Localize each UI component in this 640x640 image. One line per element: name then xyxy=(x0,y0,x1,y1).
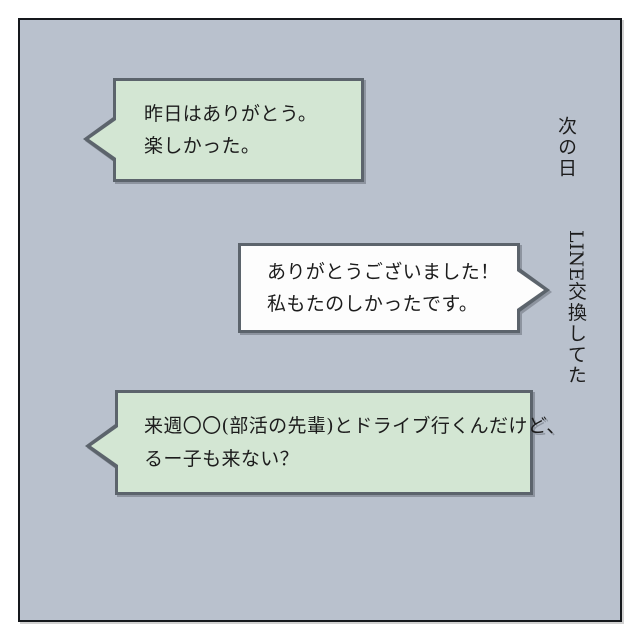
narration-line-exchange-latin: LINE xyxy=(565,230,587,282)
speech-bubble-2-line-1: ありがとうございました！ xyxy=(267,261,500,283)
speech-bubble-3-line-2: るー子も来ない？ xyxy=(144,447,300,470)
speech-bubble-1-line-1: 昨日はありがとう。 xyxy=(144,103,318,125)
speech-bubble-1: 昨日はありがとう。 楽しかった。 xyxy=(83,78,364,182)
comic-panel: 昨日はありがとう。 楽しかった。 ありがとうございました！ 私もたのしかったです… xyxy=(18,18,622,622)
speech-bubble-3-line-1: 来週〇〇(部活の先輩)とドライブ行くんだけど、 xyxy=(144,414,566,437)
speech-bubble-1-line-2: 楽しかった。 xyxy=(144,135,261,157)
bubble-1-tail-fill xyxy=(89,120,116,158)
narration-line-exchange: LINE交換してた xyxy=(565,230,587,386)
narration-next-day: 次の日 xyxy=(555,116,577,179)
speech-bubble-3: 来週〇〇(部活の先輩)とドライブ行くんだけど、 るー子も来ない？ xyxy=(85,390,566,495)
bubble-2-tail-fill xyxy=(517,271,544,309)
bubble-3-tail-fill xyxy=(91,427,118,465)
speech-bubble-2-line-2: 私もたのしかったです。 xyxy=(267,293,479,315)
speech-bubble-2: ありがとうございました！ 私もたのしかったです。 xyxy=(238,243,550,333)
narration-line-exchange-rest: 交換してた xyxy=(565,281,587,386)
